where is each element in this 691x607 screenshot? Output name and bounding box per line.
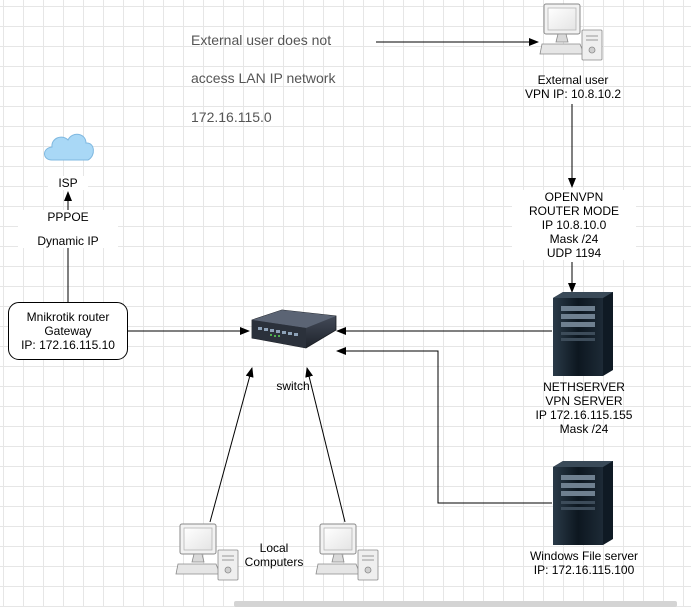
local-computers-line2: Computers (244, 555, 304, 569)
isp-link-protocol: PPPOE (47, 210, 89, 224)
openvpn-mode: ROUTER MODE (529, 204, 619, 218)
file-server-icon (553, 461, 613, 545)
router-ip: IP: 172.16.115.10 (21, 338, 115, 352)
horizontal-scrollbar[interactable] (234, 601, 677, 607)
switch-label: switch (276, 379, 310, 393)
router-node: Mnikrotik router Gateway IP: 172.16.115.… (8, 302, 128, 360)
openvpn-port: UDP 1194 (546, 246, 602, 260)
local-computers-label: Local Computers (238, 541, 310, 569)
connector-fileserver-to-switch (336, 347, 552, 504)
connector-computer1-to-switch (209, 367, 254, 523)
openvpn-mask: Mask /24 (549, 232, 599, 246)
openvpn-ip: IP 10.8.10.0 (541, 218, 607, 232)
nethserver-role: VPN SERVER (545, 394, 623, 408)
connector-computer2-to-switch (305, 367, 346, 523)
file-server-label: Windows File server IP: 172.16.115.100 (514, 549, 654, 577)
isp-link-label: PPPOE Dynamic IP (18, 210, 118, 248)
router-name: Mnikrotik router (26, 310, 110, 324)
cloud-icon (44, 133, 94, 161)
file-server-name: Windows File server (529, 549, 639, 563)
openvpn-title: OPENVPN (544, 190, 604, 204)
external-user-computer-icon (539, 3, 603, 61)
isp-label: ISP (48, 176, 88, 190)
nethserver-ip: IP 172.16.115.155 (535, 408, 633, 422)
isp-link-ip-type: Dynamic IP (37, 234, 99, 248)
note-line-3: 172.16.115.0 (191, 109, 272, 125)
external-user-name: External user (537, 73, 609, 87)
note-line-2: access LAN IP network (191, 70, 336, 86)
local-computer-2-icon (315, 523, 379, 581)
file-server-ip: IP: 172.16.115.100 (533, 563, 635, 577)
openvpn-label: OPENVPN ROUTER MODE IP 10.8.10.0 Mask /2… (512, 190, 636, 260)
external-user-label: External user VPN IP: 10.8.10.2 (512, 73, 634, 101)
nethserver-server-icon (553, 292, 613, 376)
network-switch-icon (251, 309, 337, 349)
local-computer-1-icon (175, 523, 239, 581)
note-line-1: External user does not (191, 32, 332, 48)
nethserver-mask: Mask /24 (559, 422, 609, 436)
router-role: Gateway (44, 324, 92, 338)
nethserver-label: NETHSERVER VPN SERVER IP 172.16.115.155 … (515, 380, 653, 436)
nethserver-name: NETHSERVER (543, 380, 625, 394)
external-user-vpn-ip: VPN IP: 10.8.10.2 (524, 87, 622, 101)
local-computers-line1: Local (259, 541, 289, 555)
